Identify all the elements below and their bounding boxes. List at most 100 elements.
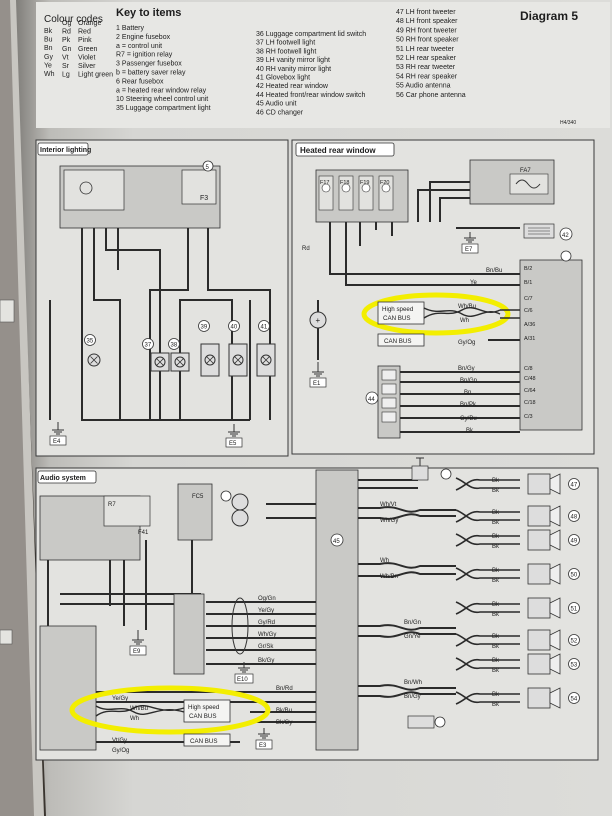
wire-label: Bn/Pk [460,402,477,408]
colour-name: Violet [78,54,95,61]
wire-label: Gy/Rd [258,620,275,626]
svg-text:CAN BUS: CAN BUS [189,713,217,720]
speaker-wire-pair [455,509,520,523]
can-bus-box-top [377,301,425,325]
item-number-label: 54 [571,697,578,703]
item-number-label: 49 [571,539,578,545]
item-number [568,568,580,580]
wire-label: Og/Gn [258,596,276,602]
wire-label: Ye [470,280,477,286]
svg-text:E10: E10 [237,677,248,683]
colour-name: Orange [78,20,101,27]
fuse-f3-label: F3 [200,195,208,202]
svg-text:High speed: High speed [188,704,220,711]
key-item: 50 RH front speaker [396,37,459,44]
speaker-body [527,653,551,675]
item-number-label: 50 [571,573,578,579]
rear-pin-labels: B/2B/1C/7C/6A/36A/31C/8C/48C/64C/18C/3 [524,266,536,420]
speaker-wire-pair [455,533,520,547]
svg-text:E3: E3 [259,743,267,749]
speaker-wire-pair [455,657,520,671]
item-number-label: 47 [571,483,578,489]
earth-e1: E1 [309,362,327,388]
earth-e4: E5 [225,424,243,448]
item-number [568,658,580,670]
key-item: 2 Engine fusebox [116,34,171,41]
audio-system-panel: Audio system R7 F41 FC5 45 [35,457,599,761]
fuse-label: F17 [320,180,329,186]
wire-label: Bn/Gy [458,366,475,372]
item-number-label: 53 [571,663,578,669]
fuse-terminal [341,183,351,193]
highlight-ellipse-top [361,292,511,336]
speaker-icon [549,473,561,495]
key-item: b = battery saver relay [116,70,186,77]
speaker-wire-label: Bk [492,612,500,618]
fuse-terminal [361,183,371,193]
speaker-wire-label: Bk [492,702,500,708]
colour-code: Wh [44,71,55,78]
item-number [258,320,270,332]
highlight-ellipse-bottom [69,685,271,735]
key-item: 39 LH vanity mirror light [256,57,330,64]
pin-label: C/64 [524,388,536,394]
svg-text:45: 45 [333,539,340,545]
item-number-label: 48 [571,515,578,521]
earth-e9: E3 [255,728,273,750]
colour-code: Vt [62,54,69,61]
svg-text:E9: E9 [133,649,141,655]
key-item: 41 Glovebox light [256,75,310,82]
speaker-wire-label: Bk [492,644,500,650]
speaker-icon [549,629,561,651]
key-item: 40 RH vanity mirror light [256,66,331,73]
colour-code: Rd [62,29,71,36]
item-number [568,478,580,490]
wire-label: Wh [380,558,389,564]
colour-code: Pk [62,37,71,44]
item-number [568,534,580,546]
colour-code: Ye [44,62,52,69]
item-number-label: 41 [261,325,268,331]
speaker-wire-pair [455,567,520,581]
svg-text:44: 44 [368,397,375,403]
earth-e5: E7 [461,232,479,254]
key-item: 44 Heated front/rear window switch [256,92,365,99]
pin-label: C/18 [524,400,536,406]
wire-label: Wh/Gy [258,632,276,638]
rear-wire-labels: Bn/BuYeRdWh/BuWhGy/OgBn/GyBn/GnBnBn/PkGy… [302,246,502,434]
svg-text:CAN BUS: CAN BUS [383,315,411,322]
svg-text:E4: E4 [53,439,61,445]
svg-text:E1: E1 [313,381,321,387]
speaker-icon [549,597,561,619]
speaker-wire-pair [455,601,520,615]
item-number [198,320,210,332]
earth-e10: E10 [234,662,254,684]
fuse [338,175,354,211]
key-item: 47 LH front tweeter [396,9,456,16]
key-item: 49 RH front tweeter [396,27,457,34]
fuse-fa7-label: FA7 [520,168,531,174]
speaker-wire-label: Bk [492,478,500,484]
audio-left-wire-labels: Og/GnYe/GyGy/RdWh/GyGr/SkBk/GyBn/RdYe/Gy… [112,596,293,754]
wire-label: Vt/Gy [112,738,127,744]
key-item: 46 CD changer [256,109,304,116]
earth-e7: E9 [129,630,147,656]
colour-code: Gy [44,54,53,61]
speaker-icon [549,505,561,527]
speaker-wire-label: Bk [492,568,500,574]
speaker-body [527,687,551,709]
fuse [378,175,394,211]
key-item: 51 LH rear tweeter [396,46,455,53]
wire-label: Bk/Gy [276,720,292,726]
speaker-wire-pair [455,477,520,491]
speaker-wire-label: Bk [492,668,500,674]
earth-e3: E4 [49,422,67,446]
fuse-terminal [381,183,391,193]
speaker-wire-label: Bk [492,692,500,698]
item-number-label: 40 [231,325,238,331]
